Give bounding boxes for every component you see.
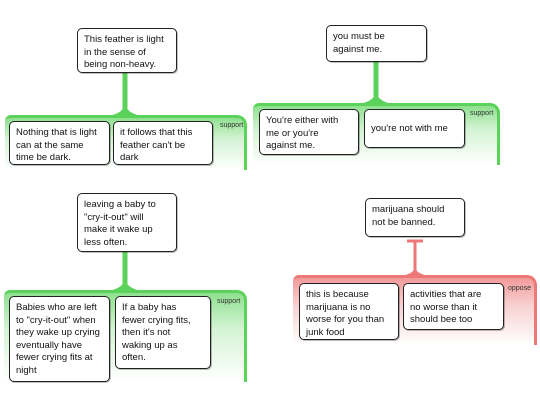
premise-box[interactable]: Nothing that is light can at the same ti… (9, 121, 110, 165)
support-connector-flare (108, 277, 142, 291)
claim-box[interactable]: leaving a baby to "cry-it-out" will make… (77, 193, 177, 252)
claim-box[interactable]: This feather is light in the sense of be… (77, 28, 177, 73)
support-connector-flare (108, 102, 142, 116)
support-label: support (217, 298, 241, 305)
support-label: support (220, 122, 244, 129)
premise-box[interactable]: You're either with me or you're against … (259, 109, 359, 155)
premise-box[interactable]: activities that are no worse than it sho… (403, 283, 504, 330)
premise-box[interactable]: Babies who are left to "cry-it-out" when… (9, 296, 110, 382)
claim-box[interactable]: you must be against me. (326, 25, 427, 62)
oppose-label: oppose (508, 285, 531, 292)
premise-box[interactable]: If a baby has fewer crying fits, then it… (115, 296, 211, 369)
premise-box[interactable]: you're not with me (364, 109, 465, 148)
support-connector-flare (359, 90, 393, 104)
premise-box[interactable]: it follows that this feather can't be da… (113, 121, 213, 165)
premise-box[interactable]: this is because marijuana is no worse fo… (299, 283, 399, 340)
support-label: support (470, 110, 494, 117)
oppose-connector-flare (400, 266, 430, 276)
claim-box[interactable]: marijuana should not be banned. (365, 198, 465, 237)
